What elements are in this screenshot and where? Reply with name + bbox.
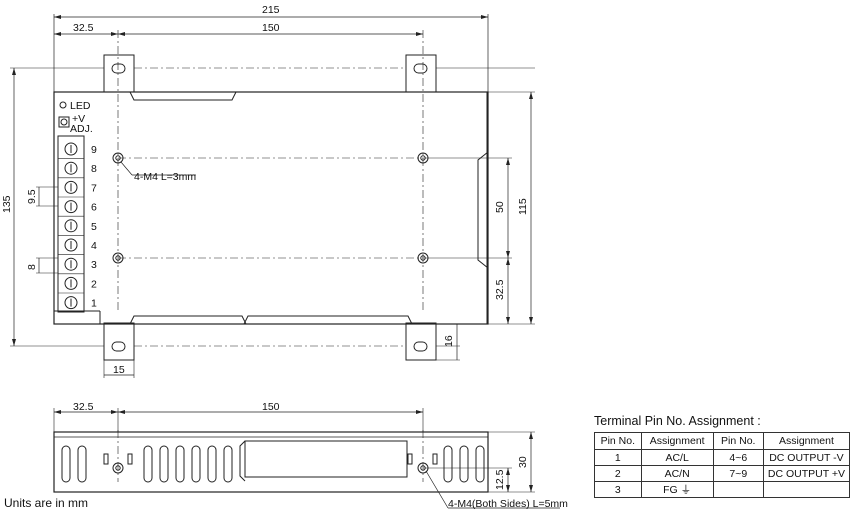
dim-left-offset: 32.5 — [73, 22, 94, 34]
terminal-number: 9 — [91, 144, 97, 156]
header-pin-no-2: Pin No. — [712, 432, 764, 450]
dim-inner-height: 115 — [517, 198, 529, 215]
terminal-number: 8 — [91, 163, 97, 175]
vent-slot — [223, 445, 233, 483]
dim-tab-height: 16 — [443, 335, 455, 347]
table-cell: 4~6 — [712, 449, 764, 466]
vent-slot — [61, 445, 71, 483]
terminal-number: 2 — [91, 278, 97, 290]
table-row: 1 AC/L 4~6 DC OUTPUT -V — [594, 449, 850, 466]
terminal-screw — [58, 296, 84, 313]
side-dim-hole-spacing: 150 — [262, 401, 280, 413]
side-dim-left-offset: 32.5 — [73, 401, 94, 413]
header-assignment-2: Assignment — [762, 432, 850, 450]
pin-assignment-table: Pin No. Assignment Pin No. Assignment 1 … — [594, 432, 850, 498]
dim-overall-height: 135 — [1, 195, 13, 213]
table-cell — [712, 481, 764, 498]
terminal-screw — [58, 219, 84, 236]
vent-slot — [475, 445, 485, 483]
terminal-number: 5 — [91, 221, 97, 233]
side-screw-note: 4-M4(Both Sides) L=5mm — [448, 498, 568, 510]
terminal-screw — [58, 142, 84, 159]
table-header-row: Pin No. Assignment Pin No. Assignment — [594, 432, 850, 450]
table-cell: FG ⏚ — [640, 481, 714, 498]
terminal-screw — [58, 257, 84, 275]
table-cell: 7~9 — [712, 465, 764, 482]
vent-slot — [443, 445, 453, 483]
terminal-number: 4 — [91, 240, 97, 252]
dim-terminal-width: 8 — [26, 264, 38, 270]
terminal-screw — [58, 180, 84, 198]
terminal-number: 6 — [91, 202, 97, 214]
table-row: 3 FG ⏚ — [594, 481, 850, 498]
terminal-number: 1 — [91, 298, 97, 310]
table-cell: DC OUTPUT +V — [762, 465, 850, 482]
led-label: LED — [70, 100, 91, 112]
terminal-numbers: 9 8 7 6 5 4 3 2 1 — [91, 144, 97, 310]
dim-hole-spacing: 150 — [262, 22, 280, 34]
table-row: 2 AC/N 7~9 DC OUTPUT +V — [594, 465, 850, 482]
side-view — [53, 408, 560, 509]
adj-label-top: +V — [72, 113, 85, 125]
table-cell: AC/N — [640, 465, 714, 482]
vent-slot — [175, 445, 185, 483]
side-dim-height: 30 — [517, 456, 529, 468]
table-cell: DC OUTPUT -V — [762, 449, 850, 466]
terminal-number: 7 — [91, 182, 97, 194]
vent-slot — [143, 445, 153, 483]
vent-slot — [77, 445, 87, 483]
top-screw-note: 4-M4 L=3mm — [134, 171, 196, 183]
dim-hole-bottom: 32.5 — [494, 279, 506, 300]
dim-tab-width: 15 — [113, 364, 125, 376]
vent-slot — [191, 445, 201, 483]
side-dim-hole-height: 12.5 — [494, 469, 506, 490]
units-note: Units are in mm — [4, 496, 89, 510]
table-cell: 1 — [594, 449, 642, 466]
header-pin-no-1: Pin No. — [594, 432, 642, 450]
terminal-screw — [58, 161, 84, 179]
dim-pin-pitch: 9.5 — [26, 189, 38, 204]
vent-slot — [459, 445, 469, 483]
top-view — [10, 14, 535, 378]
terminal-screw — [58, 276, 84, 294]
table-cell: AC/L — [640, 449, 714, 466]
header-assignment-1: Assignment — [640, 432, 714, 450]
terminal-screw — [58, 238, 84, 255]
vent-slot — [207, 445, 217, 483]
table-cell: 2 — [594, 465, 642, 482]
dim-overall-width: 215 — [262, 4, 280, 16]
table-cell — [762, 481, 850, 498]
terminal-screw — [58, 200, 84, 217]
vent-slot — [159, 445, 169, 483]
terminal-number: 3 — [91, 259, 97, 271]
dim-hole-vertical: 50 — [494, 201, 506, 213]
adj-label-bottom: ADJ. — [70, 123, 93, 135]
pin-table-title: Terminal Pin No. Assignment : — [594, 414, 761, 428]
table-cell: 3 — [594, 481, 642, 498]
